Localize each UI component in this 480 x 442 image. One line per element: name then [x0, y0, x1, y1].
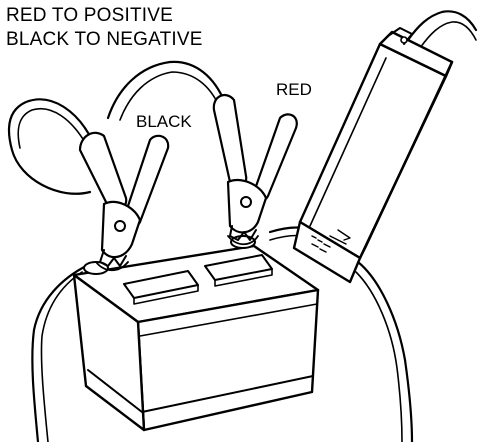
car-battery	[74, 236, 318, 430]
black-clamp-cable	[9, 99, 92, 193]
instruction-line-red-to-positive: RED TO POSITIVE	[6, 5, 174, 26]
black-clamp-label: BLACK	[136, 112, 192, 131]
booster-box-end	[294, 222, 360, 282]
booster-box	[294, 28, 452, 282]
red-clamp-sleeve	[214, 95, 246, 186]
booster-top-cable	[408, 11, 476, 40]
jumper-cables	[9, 11, 476, 442]
red-clamp	[214, 95, 297, 244]
red-clamp-label: RED	[276, 80, 312, 99]
black-clamp-cable-inner	[18, 109, 86, 148]
red-clamp-arm	[254, 114, 297, 201]
booster-box-front	[300, 44, 446, 258]
black-clamp-sleeve	[80, 133, 126, 210]
ground-cable	[32, 265, 88, 442]
ground-cable-inner	[41, 272, 82, 442]
black-clamp	[80, 133, 168, 270]
booster-bottom-cable	[358, 262, 412, 442]
booster-bottom-cable-inner	[356, 272, 402, 442]
booster-box-markings	[312, 230, 350, 252]
booster-top-cable-inner	[420, 22, 476, 48]
battery-side	[74, 275, 144, 430]
red-clamp-cable-inner	[120, 72, 219, 120]
red-clamp-cable	[108, 62, 225, 118]
instruction-line-black-to-negative: BLACK TO NEGATIVE	[6, 29, 203, 50]
